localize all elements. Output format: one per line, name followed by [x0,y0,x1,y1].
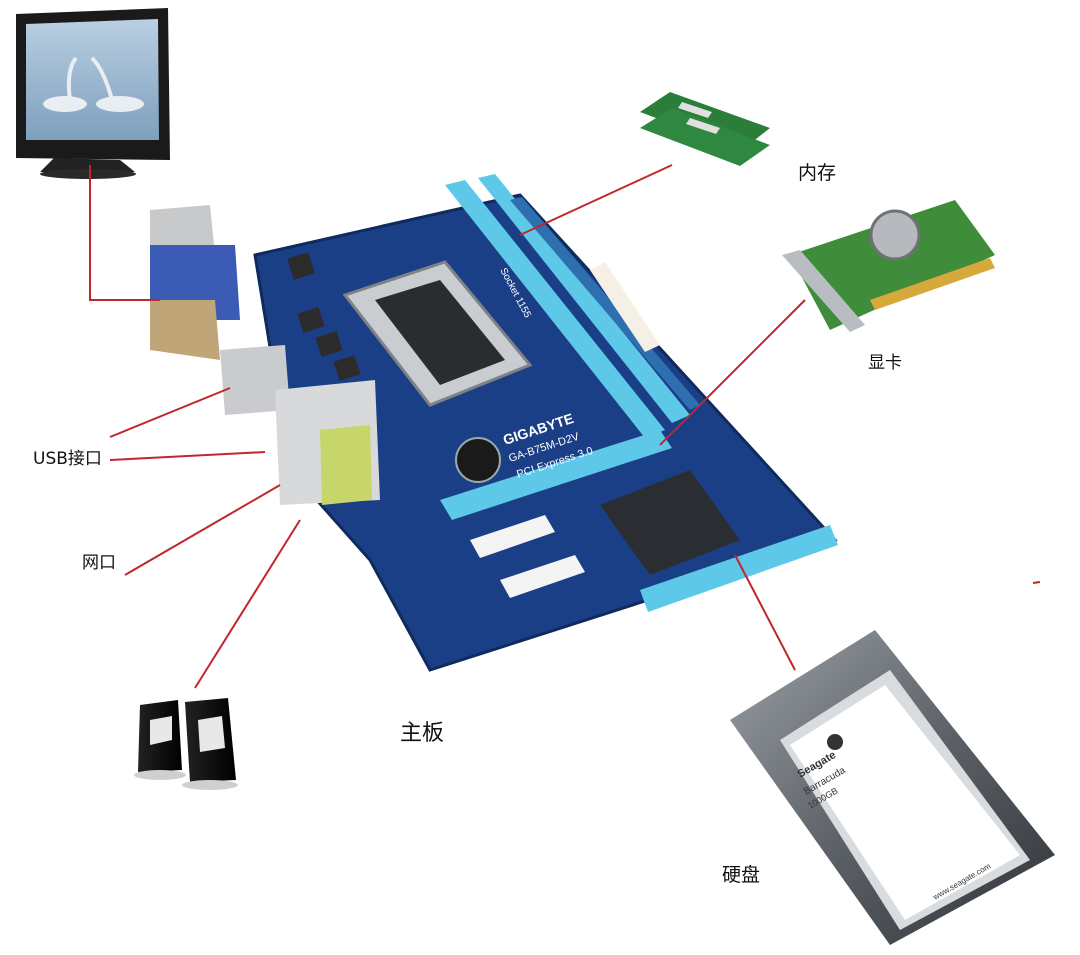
leader-line-gpu [659,299,806,446]
hdd-illustration [730,630,1055,945]
leader-line-ram [519,164,673,236]
leader-line-audio [194,519,301,689]
leader-line-usb-1 [109,387,231,438]
label-memory: 内存 [798,162,837,184]
label-motherboard: 主板 [400,721,445,746]
leader-line-monitor [89,165,160,301]
motherboard-illustration [150,174,838,672]
label-usb: USB接口 [33,449,102,469]
ram-illustration [640,92,770,166]
leader-line-hdd [734,554,796,671]
speakers-illustration [134,698,238,790]
graphics-card-illustration [782,200,995,332]
leader-line-network [124,484,281,576]
monitor-illustration [16,8,170,179]
leader-line-mark [1032,581,1041,584]
label-gpu: 显卡 [868,353,902,373]
label-hdd: 硬盘 [722,864,761,886]
label-network: 网口 [82,553,116,573]
leader-line-usb-2 [109,451,266,461]
leader-lines [89,164,1041,689]
